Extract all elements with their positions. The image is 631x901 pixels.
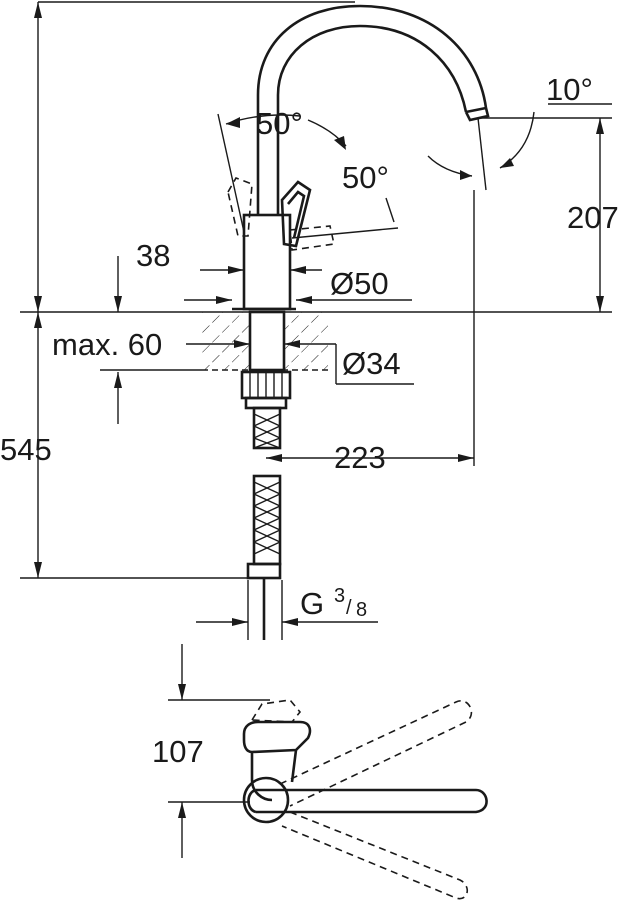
top-body: [242, 720, 312, 802]
spout: [256, 4, 490, 122]
body-diameter-label: Ø50: [330, 266, 389, 301]
body-diameter-dimension: [184, 296, 412, 304]
deck-width-label: 38: [136, 238, 170, 273]
top-spout-alt-up: [279, 700, 473, 807]
top-spout: [242, 776, 488, 824]
spout-angle-10-dimension: [427, 103, 612, 191]
top-view: 107: [152, 644, 488, 900]
max-deck-label: max. 60: [52, 327, 162, 362]
spout-height-label: 207: [567, 200, 619, 235]
lever-alt-positions: [217, 113, 399, 251]
spout-height-207-dimension: [596, 118, 604, 312]
deck-section-hatch: [202, 312, 328, 371]
thread-numerator: 3: [334, 585, 345, 607]
reach-223-dimension: [266, 190, 475, 466]
lever-handle: [280, 180, 312, 248]
supply-hose: [246, 406, 282, 640]
below-deck-label: 545: [0, 432, 52, 467]
top-spout-alt-down: [281, 811, 468, 900]
reach-label: 223: [334, 440, 386, 475]
mounting-nut: [240, 370, 292, 410]
handle-alt-top: [250, 699, 302, 723]
lever-angle-right-label: 50°: [342, 160, 389, 195]
deck-38-dimension: [114, 256, 322, 312]
thread-denominator: 8: [356, 599, 367, 621]
spout-angle-label: 10°: [546, 72, 593, 107]
max-deck-dimension: [100, 340, 414, 424]
top-depth-label: 107: [152, 734, 204, 769]
thread-dimension: [196, 580, 378, 640]
thread-g-label: G: [300, 586, 324, 621]
hole-diameter-label: Ø34: [342, 346, 401, 381]
below-deck-545-dimension: [20, 312, 248, 579]
height-332-dimension: [34, 2, 42, 312]
side-view: 50° 50° 10° 207 38: [0, 1, 619, 640]
thread-slash: /: [346, 597, 352, 619]
lever-angle-left-label: 50°: [256, 106, 303, 141]
top-depth-107-dimension: [168, 644, 270, 858]
lever-angle-arcs: [225, 114, 347, 150]
